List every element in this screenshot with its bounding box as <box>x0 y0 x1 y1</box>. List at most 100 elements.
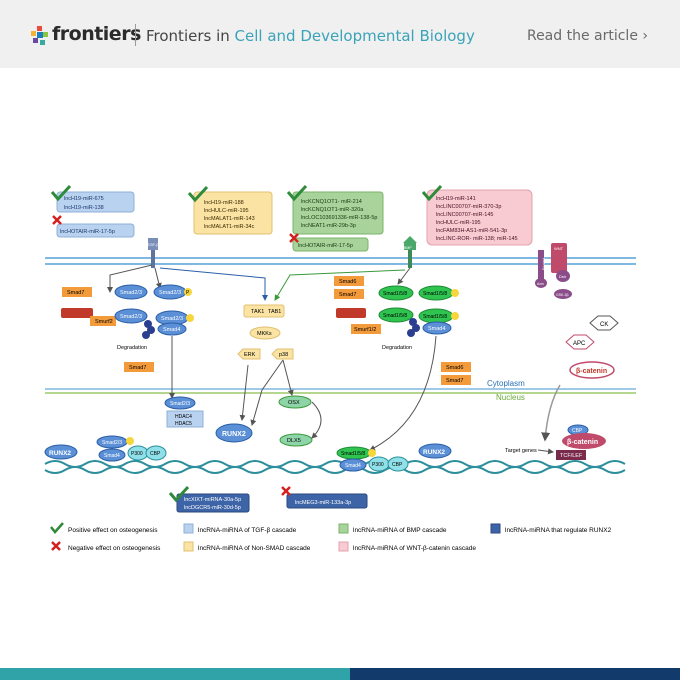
axin-label: Axin <box>537 282 544 286</box>
wnt-cbp: CBP <box>572 428 583 434</box>
journal-title[interactable]: Frontiers in Cell and Developmental Biol… <box>146 27 475 45</box>
dna-right-smad4: Smad4 <box>345 463 361 469</box>
cytoplasm-label: Cytoplasm <box>487 379 525 388</box>
check-icon <box>187 185 209 203</box>
gsk-label: GSK-3β <box>556 293 569 297</box>
bmp-receptor: BMP <box>403 236 417 268</box>
hdac5-label: HDAC5 <box>175 421 192 427</box>
tgf-lnc-2: lncH19-miR-138 <box>64 205 104 211</box>
bmp-smad158-deg: Smad1/5/8 <box>383 313 407 319</box>
tgf-smad23c: Smad2/3 <box>161 316 183 322</box>
read-article-link[interactable]: Read the article › <box>526 28 648 44</box>
legend-negative: Negative effect on osteogenesis <box>68 545 161 552</box>
tgf-smad23b: Smad2/3 <box>159 290 181 296</box>
tcf-lef-label: TCF/LEF <box>560 453 583 459</box>
tgf-pathway: Smad7 Smurf2 Smad2/3 Smad2/3 P Smad2/3 S… <box>61 264 253 443</box>
nonsmad-lnc-1: lncH19-miR-188 <box>204 200 244 206</box>
p38-label: p38 <box>279 352 288 358</box>
bmp-neg-box: lncHOTAIR-miR-17-5p <box>292 237 369 252</box>
dna-right-cbp: CBP <box>392 462 403 468</box>
bmp-smad158b: Smad1/5/8 <box>423 291 447 297</box>
dna-left-smad4: Smad4 <box>104 453 120 459</box>
tak1-label: TAK1 <box>251 309 264 315</box>
bmp-lnc-4: lncNEAT1-miR-29b-3p <box>301 223 356 229</box>
wnt-lnc-5: lncFAM83H-AS1-miR-541-3p <box>436 228 507 234</box>
check-icon <box>50 522 64 534</box>
bmp-lnc-3: lncLOC103691336-miR-138-5p <box>301 215 377 221</box>
header-divider <box>135 24 136 46</box>
wnt-lnc-3: lncLINC00707-miR-145 <box>436 212 493 218</box>
dna-right-p300: P300 <box>372 462 384 468</box>
dna-left-cbp: CBP <box>150 451 161 457</box>
nonsmad-lnc-2: lncHULC-miR-195 <box>204 208 249 214</box>
check-icon <box>286 184 308 202</box>
footer-bar-teal <box>0 668 350 680</box>
erk-label: ERK <box>244 352 256 358</box>
bmp-lnc-2: lncKCNQ1OT1-miR-320a <box>301 207 364 213</box>
tgf-smad23-nuc: Smad2/3 <box>170 401 190 407</box>
journal-prefix: Frontiers in <box>146 27 230 45</box>
bmp-smad6-lower: Smad6 <box>446 365 463 371</box>
cross-icon <box>281 486 291 496</box>
legend-positive: Positive effect on osteogenesis <box>68 527 158 534</box>
bmp-smad7-lower: Smad7 <box>446 378 463 384</box>
legend-nonsmad: lncRNA-miRNA of Non-SMAD cascade <box>198 545 311 552</box>
bmp-smurf: Smurf1/2 <box>354 327 376 333</box>
cross-icon <box>52 215 62 225</box>
tgf-smad4: Smad4 <box>163 327 180 333</box>
dlx5-label: DLX5 <box>287 438 301 444</box>
frontiers-logo-icon <box>31 26 48 45</box>
bmp-neg-label: lncHOTAIR-miR-17-5p <box>298 243 353 249</box>
dna-left-p300: P300 <box>131 451 143 457</box>
legend-tgf: lncRNA-miRNA of TGF-β cascade <box>198 527 297 534</box>
bmp-degradation: Degradation <box>382 345 412 351</box>
bmp-smad4: Smad4 <box>428 326 445 332</box>
tgf-smad23-deg: Smad2/3 <box>120 314 142 320</box>
bmp-lnc-1: lncKCNQ1OT1- miR-214 <box>301 199 362 205</box>
dna-left-smad23: Smad2/3 <box>102 440 122 446</box>
runx-neg-box: lncMEG3-miR-133a-3p <box>286 493 368 509</box>
bmp-smad6: Smad6 <box>339 279 356 285</box>
nonsmad-lnc-box: lncH19-miR-188 lncHULC-miR-195 lncMALAT1… <box>193 191 273 235</box>
legend: Positive effect on osteogenesis Negative… <box>50 522 612 552</box>
wnt-pathway: CK APC β-catenin CBP β-catenin TCF/LEF T… <box>505 315 619 460</box>
footer-bar-navy <box>350 668 680 680</box>
beta-catenin-label: β-catenin <box>576 368 607 375</box>
bmp-smad158: Smad1/5/8 <box>383 291 407 297</box>
target-genes-label: Target genes <box>505 448 537 454</box>
nuclear-membrane <box>45 388 636 394</box>
wnt-lnc-1: lncH19-miR-141 <box>436 196 476 202</box>
tgf-smad23: Smad2/3 <box>120 290 142 296</box>
dna-left-complex: RUNX2 Smad2/3 Smad4 P300 CBP <box>44 435 167 462</box>
bmp-smad7: Smad7 <box>339 292 356 298</box>
wnt-lnc-6: lncLINC-ROR- miR-138; miR-145 <box>436 236 518 242</box>
tgf-neg-label: lncHOTAIR-miR-17-5p <box>60 229 115 235</box>
cell-membrane <box>45 257 636 265</box>
check-icon <box>168 485 190 503</box>
tgf-lnc-1: lncH19-miR-675 <box>64 196 104 202</box>
nonsmad-lnc-3: lncMALAT1-miR-143 <box>204 216 255 222</box>
dna-right-smad158: Smad1/5/8 <box>341 451 365 457</box>
dna-strand <box>44 460 626 474</box>
tgf-smad7: Smad7 <box>67 290 84 296</box>
runx2-nuc-label: RUNX2 <box>222 431 246 438</box>
nonsmad-pathway: TAK1 TAB1 MKKs ERK p38 OSX DLX5 <box>159 267 406 447</box>
bmp-receptor-label: BMP <box>404 246 412 250</box>
legend-wnt: lncRNA-miRNA of WNT-β-catenin cascade <box>353 545 476 552</box>
tgf-neg-box: lncHOTAIR-miR-17-5p <box>56 223 135 238</box>
tgf-receptor-label: TGF-β <box>147 242 159 247</box>
tgf-smurf2: Smurf2 <box>95 319 113 325</box>
tgf-lnc-box: lncH19-miR-675 lncH19-miR-138 <box>56 191 135 213</box>
wnt-receptor: Frizzled WNT Axin Dsh GSK-3β <box>535 243 572 299</box>
osx-label: OSX <box>288 400 300 406</box>
journal-name: Cell and Developmental Biology <box>234 27 475 45</box>
bmp-pathway: Smad6 Smad7 Smurf1/2 Smad1/5/8 Smad1/5/8… <box>334 267 471 451</box>
dna-right-runx2: RUNX2 <box>423 449 445 456</box>
legend-runx2: lncRNA-miRNA that regulate RUNX2 <box>505 527 612 534</box>
frizzled-label: Frizzled <box>542 258 546 270</box>
dsh-label: Dsh <box>559 274 566 279</box>
hdac4-label: HDAC4 <box>175 414 192 420</box>
tab1-label: TAB1 <box>268 309 281 315</box>
brand-name[interactable]: frontiers <box>52 23 141 45</box>
dna-right-complex: Smad1/5/8 Smad4 P300 CBP RUNX2 <box>336 443 452 472</box>
